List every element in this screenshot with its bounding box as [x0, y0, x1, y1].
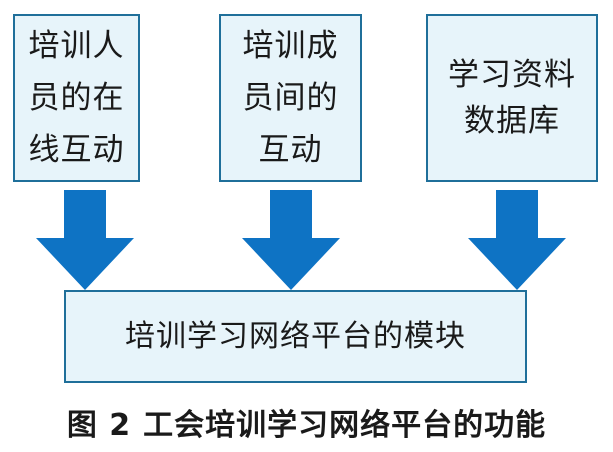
arrow-down-icon	[242, 190, 340, 290]
node-online-line-3: 线互动	[28, 132, 125, 168]
node-online-label: 培训人 员的在 线互动	[27, 20, 127, 176]
figure-caption-text: 工会培训学习网络平台的功能	[143, 408, 547, 443]
node-database-label: 学习资料 数据库	[446, 52, 578, 144]
node-database-line-2: 数据库	[464, 103, 560, 139]
node-peer-line-3: 互动	[258, 132, 323, 168]
node-module-label: 培训学习网络平台的模块	[125, 318, 466, 354]
figure-caption: 图 2 工会培训学习网络平台的功能	[0, 400, 613, 444]
node-online-line-2: 员的在	[28, 80, 125, 116]
node-platform-module: 培训学习网络平台的模块	[64, 290, 527, 383]
node-database-line-1: 学习资料	[448, 57, 576, 93]
arrow-down-icon	[468, 190, 566, 290]
node-online-line-1: 培训人	[28, 28, 125, 64]
node-peer-label: 培训成 员间的 互动	[241, 20, 341, 176]
node-peer-line-1: 培训成	[242, 28, 339, 64]
figure-number: 图 2	[66, 408, 132, 443]
node-peer-line-2: 员间的	[242, 80, 339, 116]
node-peer-interaction: 培训成 员间的 互动	[219, 14, 362, 182]
node-online-interaction: 培训人 员的在 线互动	[13, 14, 140, 182]
node-learning-database: 学习资料 数据库	[426, 14, 598, 182]
arrow-down-icon	[36, 190, 134, 290]
